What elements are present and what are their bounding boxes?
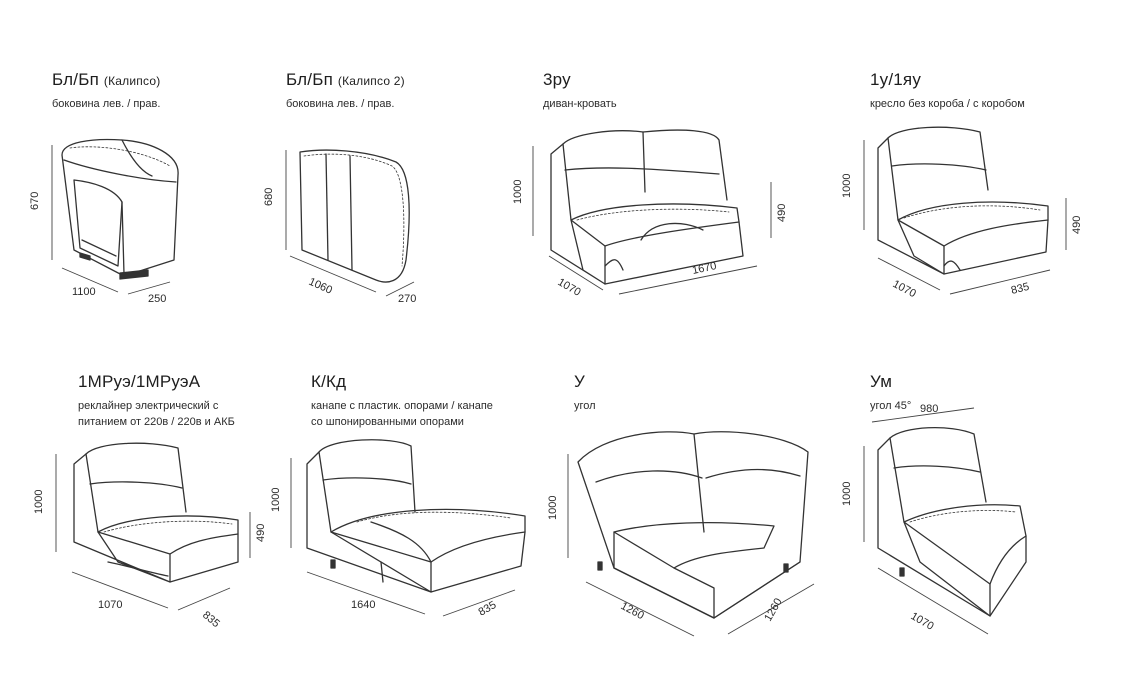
dimension-depth: 1070 (98, 599, 122, 611)
module-1u-1yau: 1у/1яу кресло без короба / с коробом 100… (841, 70, 1100, 310)
module-code: Бл/Бп (Калипсо 2) (286, 70, 405, 89)
module-description: диван-кровать (543, 98, 617, 110)
module-description: угол (574, 400, 596, 412)
dimension-depth: 250 (148, 293, 166, 305)
dimension-height: 680 (263, 188, 275, 206)
module-code: 3ру (543, 70, 571, 89)
corner-45-drawing: 980 1000 1070 (841, 403, 1027, 635)
dimension-side-b: 1260 (762, 596, 785, 623)
module-k-kd: К/Кд канапе с пластик. опорами / канапе … (270, 372, 541, 632)
description-line: канапе с пластик. опорами / канапе (311, 400, 493, 412)
dimension-height: 1000 (841, 482, 853, 506)
dimension-depth: 1070 (891, 278, 918, 300)
dimension-length: 1100 (72, 286, 96, 298)
dimension-seat-height: 490 (255, 524, 267, 542)
module-bl-bp-kalipso: Бл/Бп (Калипсо) боковина лев. / прав. 67… (29, 70, 252, 310)
recliner-drawing: 1000 1070 835 490 (33, 442, 267, 630)
dimension-seat-height: 490 (776, 204, 788, 222)
module-3ru: 3ру диван-кровать 1000 1070 1670 490 (512, 70, 803, 310)
dimension-height: 1000 (841, 174, 853, 198)
module-bl-bp-kalipso-2: Бл/Бп (Калипсо 2) боковина лев. / прав. … (263, 70, 486, 310)
module-description: боковина лев. / прав. (286, 98, 395, 110)
description-line: питанием от 220в / 220в и АКБ (78, 416, 235, 428)
module-description: боковина лев. / прав. (52, 98, 161, 110)
armchair-drawing: 1000 1070 835 490 (841, 126, 1083, 300)
dimension-height: 1000 (270, 488, 282, 512)
dimension-width: 835 (477, 599, 499, 619)
module-code: К/Кд (311, 372, 347, 391)
module-description: реклайнер электрический с питанием от 22… (78, 398, 288, 430)
dimension-height: 1000 (33, 490, 45, 514)
dimension-length: 1060 (307, 276, 334, 297)
corner-drawing: 1000 1260 1260 (547, 431, 815, 637)
dimension-depth: 1070 (909, 610, 936, 633)
dimension-height: 1000 (547, 496, 559, 520)
description-line: со шпонированными опорами (311, 416, 464, 428)
dimension-seat-height: 490 (1071, 216, 1083, 234)
module-description: угол 45° (870, 400, 912, 412)
module-1mrue-1mruea: 1МРуэ/1МРуэА реклайнер электрический с п… (33, 372, 288, 632)
dimension-height: 1000 (512, 180, 524, 204)
chaise-drawing: 1000 1640 835 (270, 439, 526, 619)
armrest-drawing: 680 1060 270 (263, 149, 416, 305)
dimension-side-a: 1260 (619, 600, 646, 622)
dimension-width: 835 (200, 609, 222, 630)
dimension-depth: 270 (398, 293, 416, 305)
dimension-width: 980 (920, 403, 938, 415)
dimension-width: 835 (1010, 281, 1031, 297)
module-code: 1МРуэ/1МРуэА (78, 372, 201, 391)
dimension-depth: 1070 (556, 276, 583, 299)
module-description: канапе с пластик. опорами / канапе со шп… (311, 398, 541, 430)
dimension-length: 1640 (351, 599, 375, 611)
module-code: У (574, 372, 585, 391)
module-code: Бл/Бп (Калипсо) (52, 70, 161, 89)
description-line: реклайнер электрический с (78, 400, 219, 412)
module-um-corner-45: Ум угол 45° 980 1000 1070 (841, 372, 1100, 642)
armrest-drawing: 670 1100 250 (29, 138, 179, 305)
dimension-length: 1670 (691, 260, 717, 277)
module-description: кресло без короба / с коробом (870, 98, 1025, 110)
sofa-bed-drawing: 1000 1070 1670 490 (512, 129, 788, 299)
module-code: Ум (870, 372, 893, 391)
module-u-corner: У угол 1000 1260 1260 (547, 372, 834, 642)
dimension-height: 670 (29, 192, 41, 210)
module-code: 1у/1яу (870, 70, 922, 89)
